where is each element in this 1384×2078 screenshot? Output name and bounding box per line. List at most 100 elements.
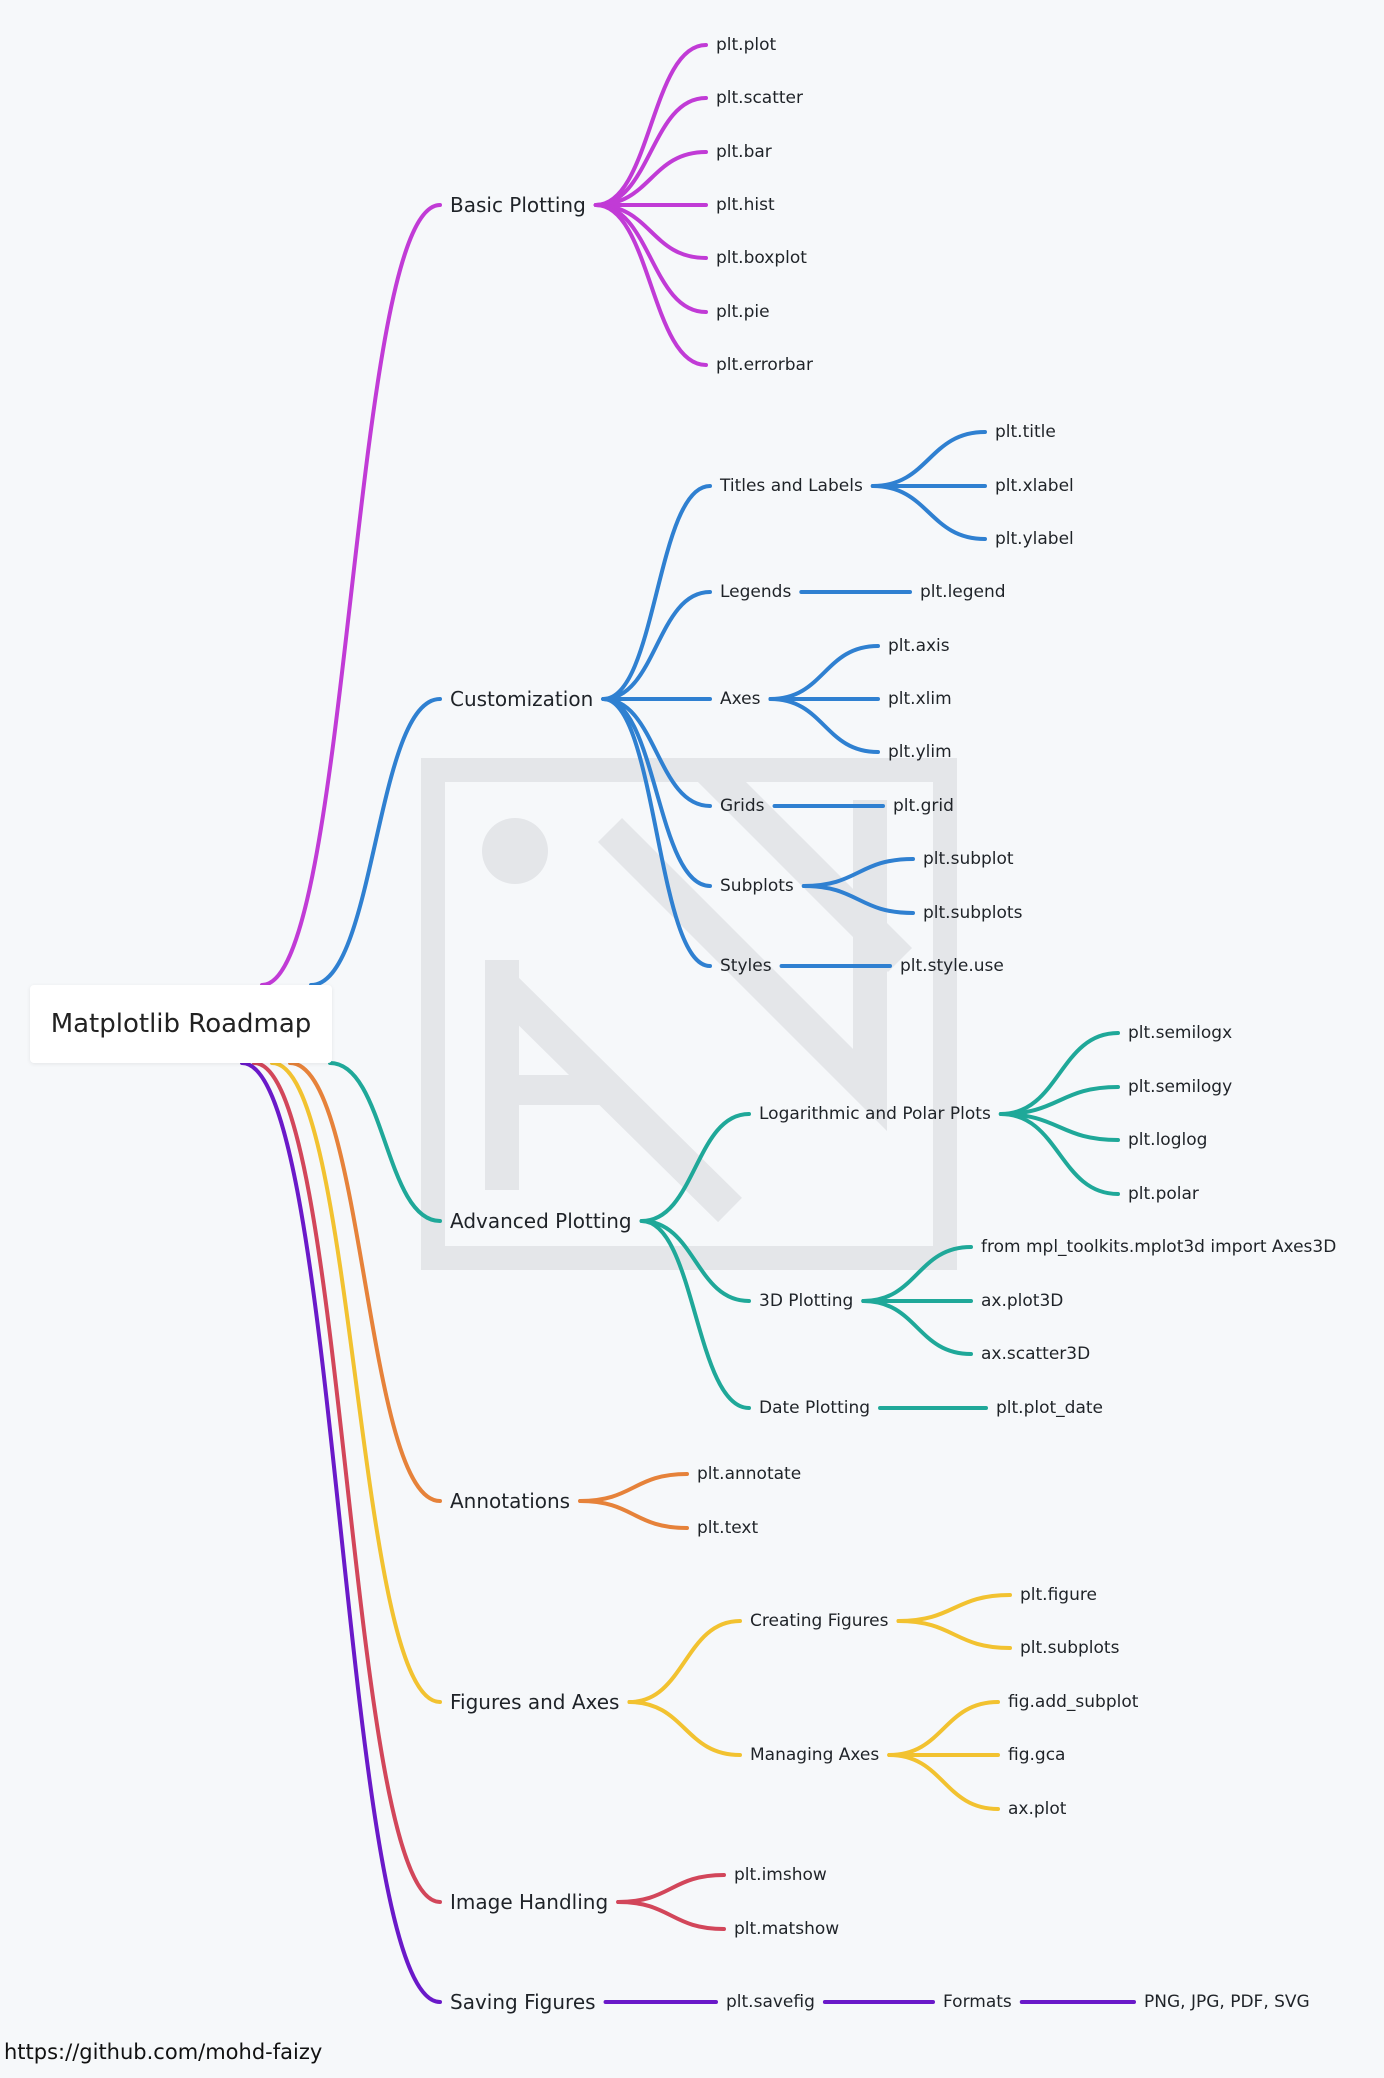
node-log-polar-plots[interactable]: Logarithmic and Polar Plots: [759, 1103, 991, 1124]
connector-node-advanced-plotting: [328, 1061, 442, 1223]
leaf-plt-annotate[interactable]: plt.annotate: [697, 1463, 802, 1484]
root-label: Matplotlib Roadmap: [50, 1009, 312, 1039]
leaf-plt-legend[interactable]: plt.legend: [920, 581, 1006, 602]
leaf-ax-plot3d[interactable]: ax.plot3D: [981, 1290, 1064, 1311]
leaf-plt-title[interactable]: plt.title: [995, 421, 1056, 442]
node-titles-and-labels[interactable]: Titles and Labels: [720, 475, 863, 496]
leaf-plt-subplots-fig[interactable]: plt.subplots: [1020, 1637, 1120, 1658]
connector-leaf-plt-ylabel: [870, 484, 987, 541]
connector-leaf-plt-pie: [593, 203, 708, 314]
node-saving-figures[interactable]: Saving Figures: [450, 1990, 596, 2014]
connector-leaf-plt-title: [870, 430, 987, 488]
connector-node-subplots: [601, 697, 712, 888]
connector-node-titles-and-labels: [601, 484, 712, 701]
leaf-plt-ylim[interactable]: plt.ylim: [888, 741, 952, 762]
leaf-plt-hist[interactable]: plt.hist: [716, 194, 775, 215]
connector-leaf-plt-imshow: [616, 1873, 726, 1904]
leaf-plt-figure[interactable]: plt.figure: [1020, 1584, 1097, 1605]
leaf-plt-imshow[interactable]: plt.imshow: [734, 1864, 827, 1885]
node-3d-plotting[interactable]: 3D Plotting: [759, 1290, 854, 1311]
leaf-plt-subplots[interactable]: plt.subplots: [923, 902, 1023, 923]
connector-leaf-plt-scatter: [593, 96, 708, 207]
node-advanced-plotting[interactable]: Advanced Plotting: [450, 1209, 632, 1233]
leaf-fig-add-subplot[interactable]: fig.add_subplot: [1008, 1691, 1139, 1712]
connector-node-date-plotting: [639, 1219, 751, 1410]
node-axes[interactable]: Axes: [720, 688, 761, 709]
watermark-stroke-diag-b: [597, 800, 887, 1132]
node-plt-savefig[interactable]: plt.savefig: [726, 1991, 815, 2012]
leaf-plt-text[interactable]: plt.text: [697, 1517, 759, 1538]
connector-node-3d-plotting: [639, 1219, 751, 1303]
leaf-plt-boxplot[interactable]: plt.boxplot: [716, 247, 807, 268]
connector-leaf-plt-semilogx: [998, 1031, 1120, 1116]
leaf-plt-xlabel[interactable]: plt.xlabel: [995, 475, 1074, 496]
leaf-plt-xlim[interactable]: plt.xlim: [888, 688, 952, 709]
leaf-plt-bar[interactable]: plt.bar: [716, 141, 772, 162]
leaf-plt-errorbar[interactable]: plt.errorbar: [716, 354, 813, 375]
leaf-plt-polar[interactable]: plt.polar: [1128, 1183, 1199, 1204]
connector-node-figures-and-axes: [270, 1061, 442, 1704]
connector-leaf-plt-bar: [593, 150, 708, 207]
leaf-plt-subplot[interactable]: plt.subplot: [923, 848, 1014, 869]
connector-node-grids: [601, 697, 712, 808]
leaf-ax-scatter3d[interactable]: ax.scatter3D: [981, 1343, 1091, 1364]
footer-url[interactable]: https://github.com/mohd-faizy: [4, 2040, 323, 2064]
connector-node-log-polar-plots: [639, 1112, 751, 1223]
connector-leaf-plt-text: [578, 1499, 689, 1530]
leaf-plt-plot-date[interactable]: plt.plot_date: [996, 1397, 1103, 1418]
node-image-handling[interactable]: Image Handling: [450, 1890, 609, 1914]
connector-leaf-plt-ylim: [768, 697, 880, 754]
leaf-plt-loglog[interactable]: plt.loglog: [1128, 1129, 1208, 1150]
leaf-plt-ylabel[interactable]: plt.ylabel: [995, 528, 1074, 549]
connector-leaf-plt-matshow: [616, 1900, 726, 1931]
connector-node-image-handling: [252, 1061, 442, 1904]
leaf-formats-list[interactable]: PNG, JPG, PDF, SVG: [1144, 1991, 1310, 2012]
connector-leaf-plt-polar: [998, 1112, 1120, 1196]
leaf-plt-matshow[interactable]: plt.matshow: [734, 1918, 840, 1939]
connector-node-basic-plotting: [260, 203, 442, 987]
connector-node-saving-figures: [240, 1061, 442, 2004]
connector-leaf-plt-plot: [593, 43, 708, 207]
node-date-plotting[interactable]: Date Plotting: [759, 1397, 871, 1418]
connector-node-legends: [601, 590, 712, 701]
connector-leaf-ax-plot: [887, 1753, 1000, 1811]
connector-leaf-plt-annotate: [578, 1472, 689, 1503]
leaf-plt-axis[interactable]: plt.axis: [888, 635, 950, 656]
node-subplots[interactable]: Subplots: [720, 875, 794, 896]
leaf-plt-scatter[interactable]: plt.scatter: [716, 87, 803, 108]
connector-leaf-plt-subplots: [801, 884, 915, 915]
root-node[interactable]: Matplotlib Roadmap: [30, 985, 332, 1063]
leaf-plt-semilogy[interactable]: plt.semilogy: [1128, 1076, 1233, 1097]
connector-node-creating-figures: [627, 1619, 742, 1704]
connector-node-annotations: [288, 1061, 442, 1503]
connector-leaf-plt-errorbar: [593, 203, 708, 367]
leaf-mpl-toolkits-import[interactable]: from mpl_toolkits.mplot3d import Axes3D: [981, 1236, 1337, 1257]
node-customization[interactable]: Customization: [450, 687, 594, 711]
node-managing-axes[interactable]: Managing Axes: [750, 1744, 880, 1765]
watermark-dot: [482, 818, 548, 884]
connector-leaf-plt-figure: [896, 1593, 1012, 1623]
connector-node-managing-axes: [627, 1700, 742, 1757]
leaf-fig-gca[interactable]: fig.gca: [1008, 1744, 1066, 1765]
node-legends[interactable]: Legends: [720, 581, 792, 602]
node-basic-plotting[interactable]: Basic Plotting: [450, 193, 586, 217]
node-creating-figures[interactable]: Creating Figures: [750, 1610, 889, 1631]
connector-leaf-plt-axis: [768, 644, 880, 701]
leaf-ax-plot[interactable]: ax.plot: [1008, 1798, 1067, 1819]
leaf-plt-plot[interactable]: plt.plot: [716, 34, 777, 55]
leaf-plt-semilogx[interactable]: plt.semilogx: [1128, 1022, 1233, 1043]
leaf-plt-grid[interactable]: plt.grid: [893, 795, 954, 816]
node-styles[interactable]: Styles: [720, 955, 772, 976]
leaf-plt-style-use[interactable]: plt.style.use: [900, 955, 1004, 976]
leaf-plt-pie[interactable]: plt.pie: [716, 301, 770, 322]
node-annotations[interactable]: Annotations: [450, 1489, 571, 1513]
node-figures-and-axes[interactable]: Figures and Axes: [450, 1690, 620, 1714]
connector-leaf-plt-subplot: [801, 857, 915, 888]
node-formats[interactable]: Formats: [943, 1991, 1012, 2012]
connector-node-customization: [309, 697, 442, 987]
watermark-stroke-diag-c: [697, 757, 913, 973]
node-grids[interactable]: Grids: [720, 795, 765, 816]
